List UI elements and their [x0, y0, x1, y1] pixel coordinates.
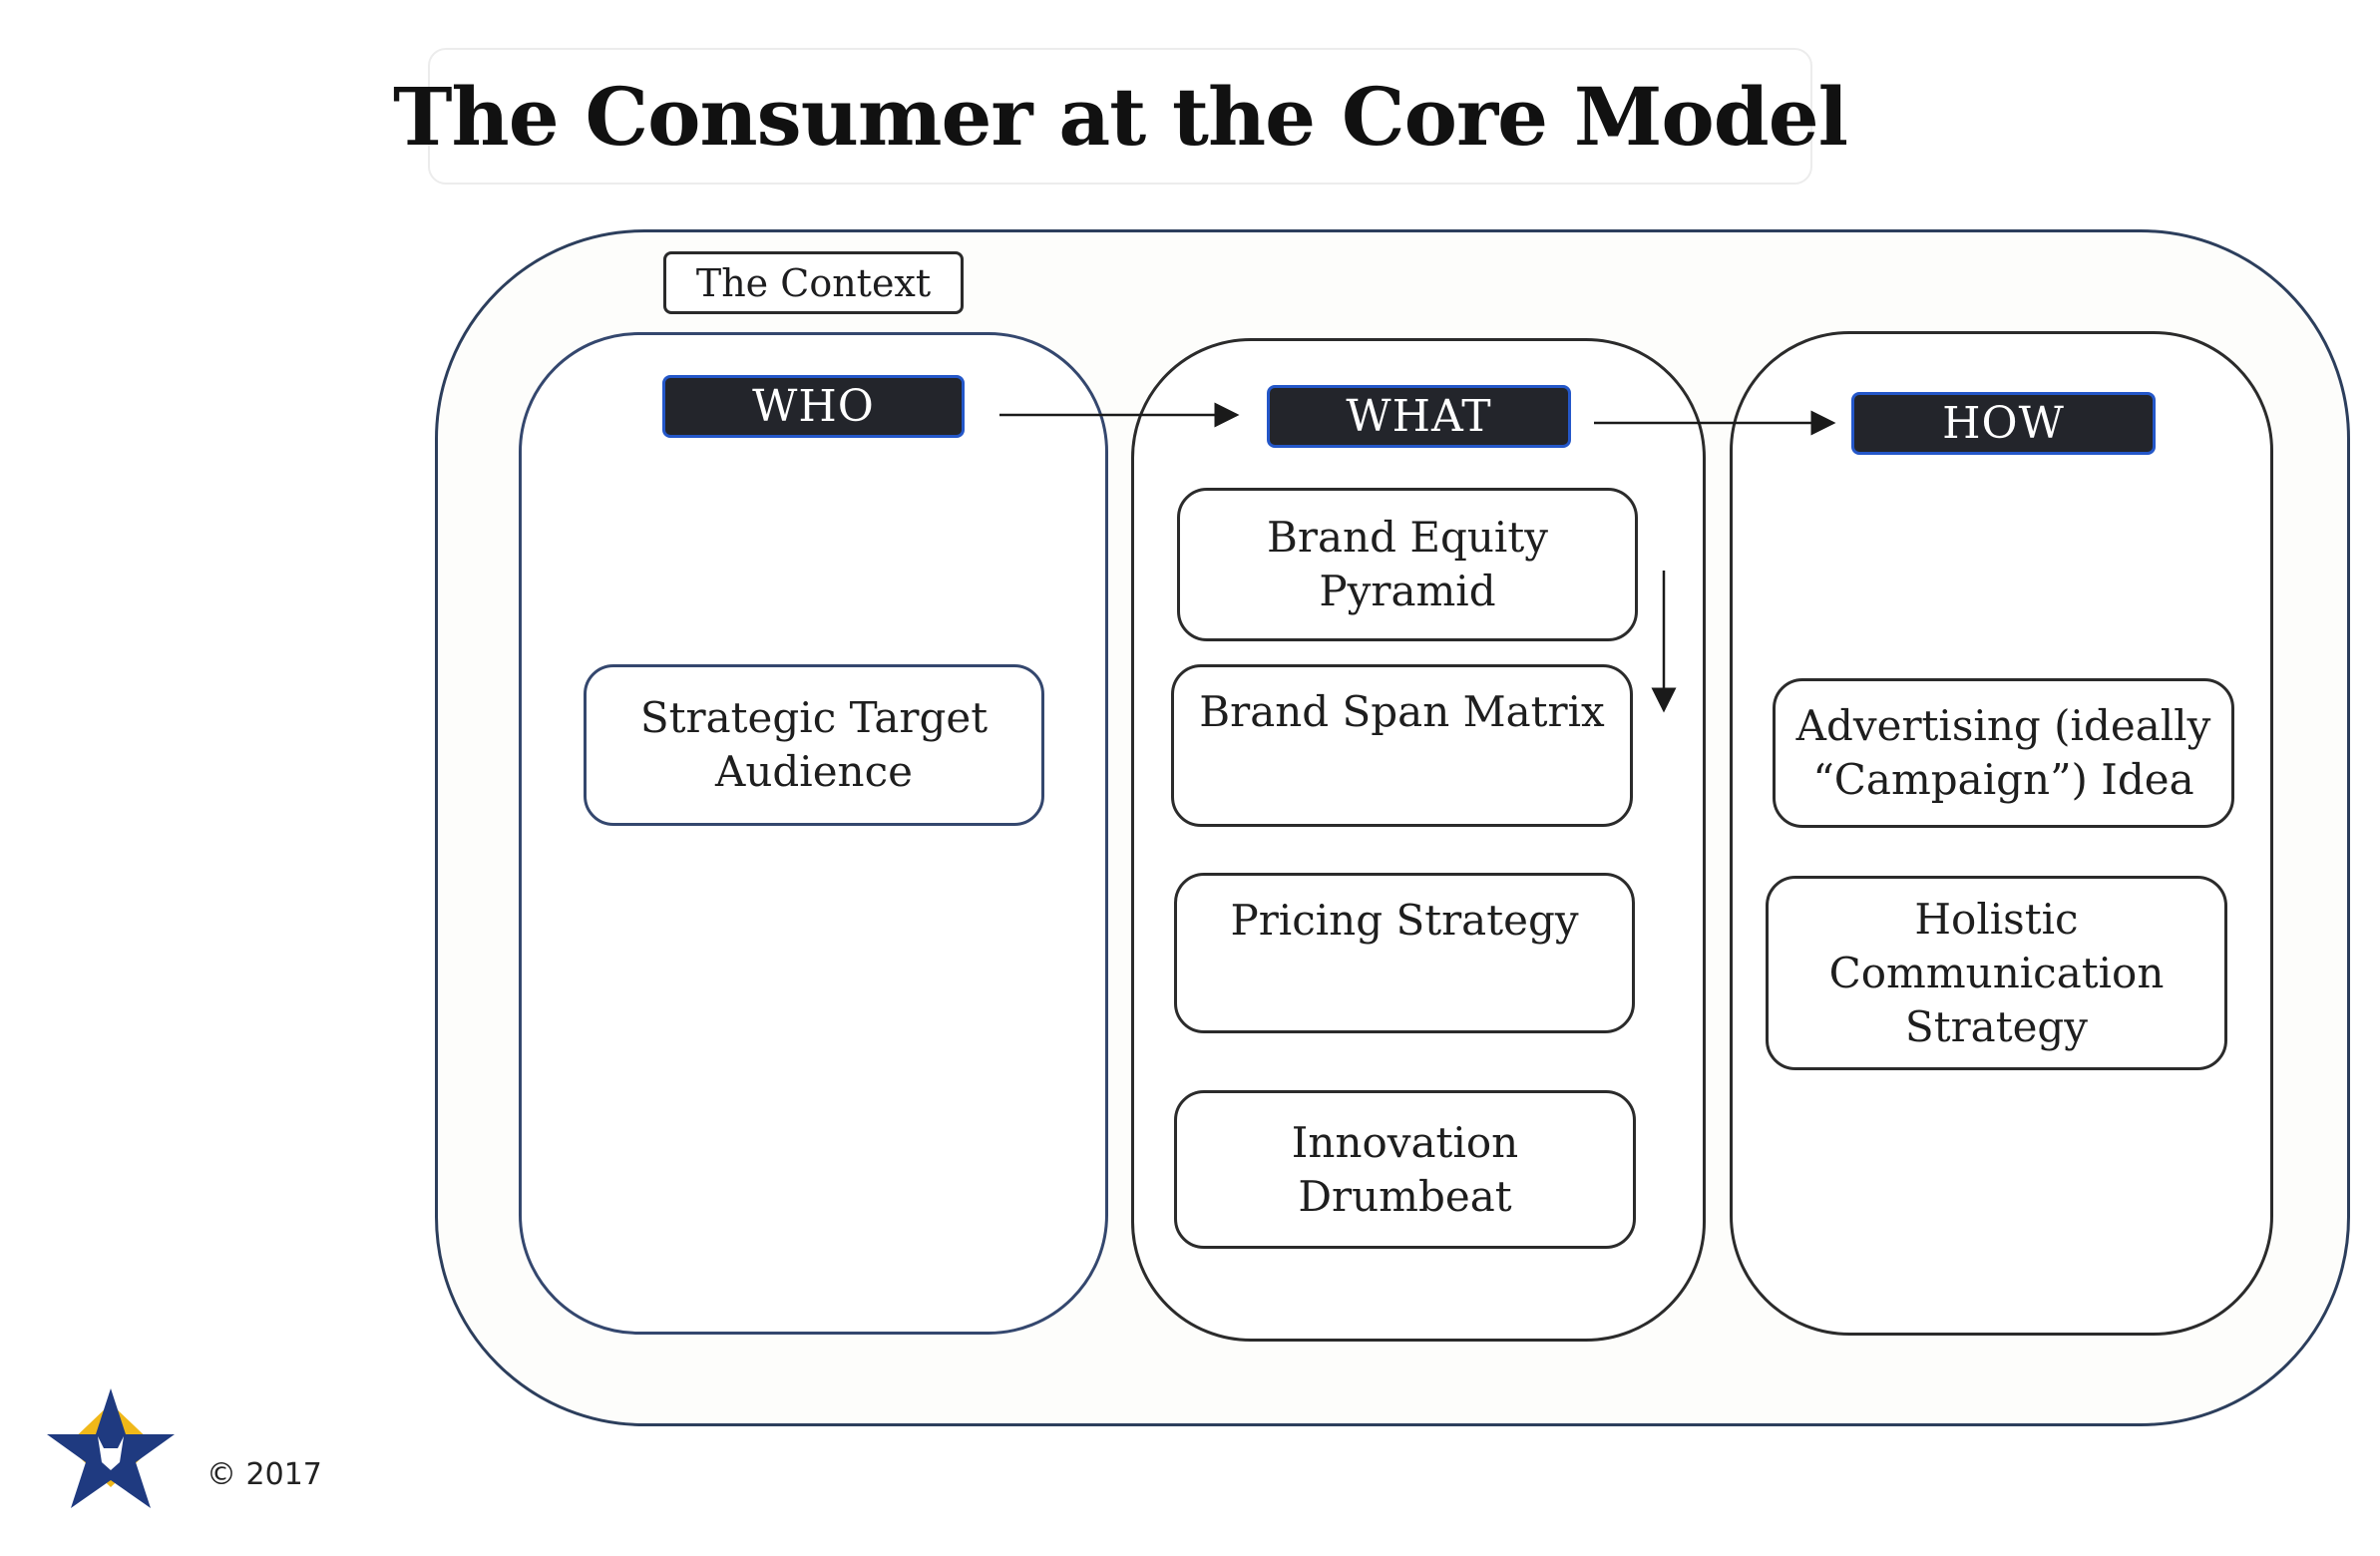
card-label: Holistic Communication Strategy	[1828, 894, 2165, 1051]
page-title: The Consumer at the Core Model	[393, 69, 1848, 164]
card-label: Pricing Strategy	[1230, 896, 1579, 945]
card-label: Innovation Drumbeat	[1291, 1117, 1519, 1221]
card-innovation-drumbeat: Innovation Drumbeat	[1174, 1090, 1636, 1249]
how-column	[1730, 331, 2273, 1336]
card-brand-equity-pyramid: Brand Equity Pyramid	[1177, 488, 1638, 641]
star-lion-logo-icon	[47, 1388, 175, 1508]
card-label: Brand Span Matrix	[1199, 687, 1605, 736]
card-strategic-target-audience: Strategic Target Audience	[584, 664, 1044, 826]
how-header: HOW	[1851, 392, 2156, 455]
card-pricing-strategy: Pricing Strategy	[1174, 873, 1635, 1033]
title-box: The Consumer at the Core Model	[393, 48, 1848, 185]
what-header: WHAT	[1267, 385, 1571, 448]
card-label: Advertising (ideally “Campaign”) Idea	[1795, 701, 2211, 804]
who-column	[519, 332, 1108, 1335]
context-label: The Context	[663, 251, 964, 314]
copyright-text: © 2017	[206, 1457, 322, 1492]
card-label: Brand Equity Pyramid	[1267, 513, 1548, 615]
card-advertising-campaign-idea: Advertising (ideally “Campaign”) Idea	[1773, 678, 2234, 828]
who-header: WHO	[662, 375, 965, 438]
card-brand-span-matrix: Brand Span Matrix	[1171, 664, 1633, 827]
card-label: Strategic Target Audience	[639, 693, 989, 796]
card-holistic-communication-strategy: Holistic Communication Strategy	[1766, 876, 2227, 1070]
